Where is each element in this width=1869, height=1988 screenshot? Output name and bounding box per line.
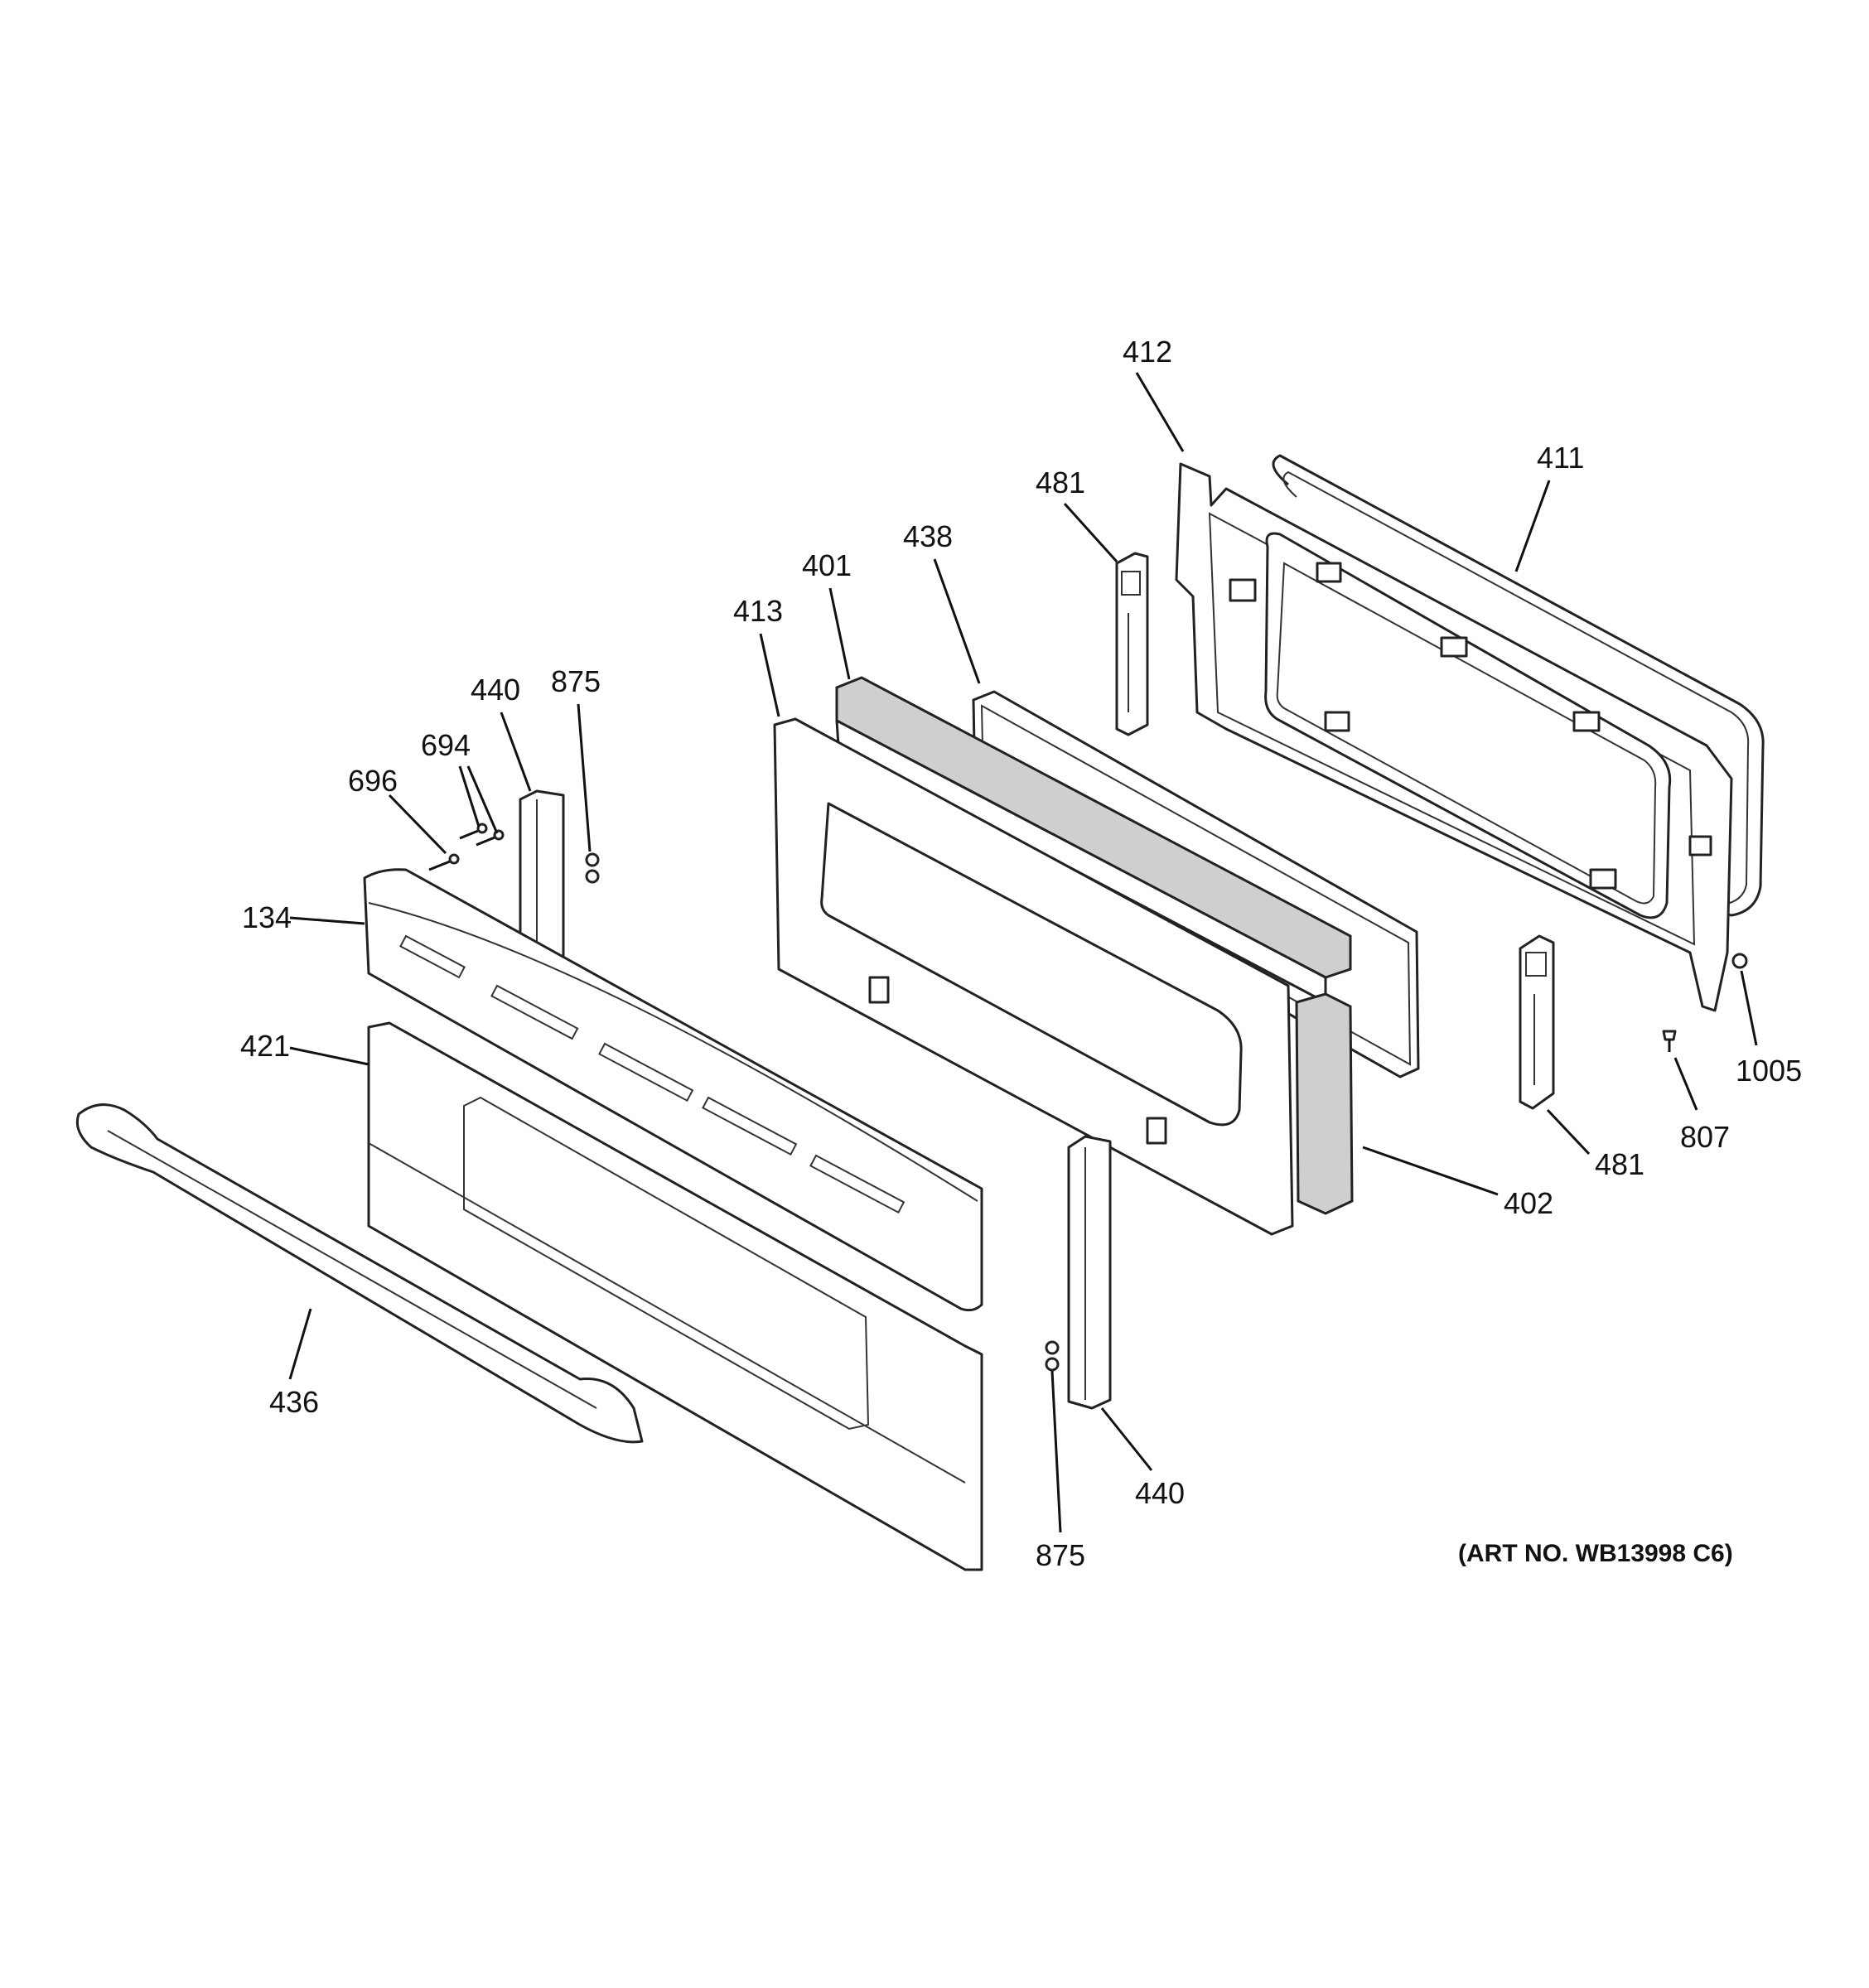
callout-436: 436 (269, 1385, 319, 1419)
part-481-upper-hinge-bracket (1115, 552, 1149, 736)
callout-696: 696 (348, 764, 398, 798)
leader-875-lower (1050, 1370, 1062, 1533)
callout-402: 402 (1504, 1186, 1553, 1220)
callout-481-upper: 481 (1036, 466, 1085, 499)
leader-411 (1514, 480, 1551, 572)
leader-481-upper (1063, 502, 1118, 563)
fastener-807-screw (1662, 1030, 1677, 1052)
callout-440-upper: 440 (471, 673, 520, 707)
callout-1005: 1005 (1736, 1054, 1802, 1088)
part-413-inner-panel (773, 717, 1294, 1236)
leader-1005 (1740, 970, 1758, 1046)
part-134-vent-trim (363, 868, 983, 1312)
callout-134: 134 (242, 900, 292, 934)
part-440-right-side-channel (1067, 1135, 1112, 1410)
callout-401: 401 (802, 548, 852, 582)
leader-134 (289, 916, 365, 925)
callout-694: 694 (421, 728, 471, 762)
callout-412: 412 (1123, 335, 1172, 369)
leader-436 (288, 1308, 312, 1380)
leader-440-lower (1100, 1407, 1153, 1471)
fastener-875-upper-screws (585, 852, 600, 884)
leader-421 (289, 1046, 369, 1066)
callout-875-upper: 875 (551, 664, 601, 698)
fastener-1005-screw (1731, 953, 1748, 969)
callout-440-lower: 440 (1135, 1476, 1185, 1510)
callout-421: 421 (240, 1029, 290, 1063)
leader-481-lower (1546, 1108, 1591, 1156)
fastener-694-screws (459, 823, 505, 847)
part-411-door-gasket (1272, 454, 1765, 917)
callout-413: 413 (733, 594, 783, 628)
fastener-696-screw (428, 853, 460, 871)
callout-807: 807 (1680, 1120, 1730, 1154)
callout-875-lower: 875 (1036, 1538, 1085, 1572)
leader-401 (828, 587, 851, 680)
callout-438: 438 (903, 519, 953, 553)
part-421-outer-door-panel (367, 1021, 983, 1571)
leader-412 (1135, 372, 1185, 452)
leader-440-upper (500, 712, 532, 792)
art-number: (ART NO. WB13998 C6) (1458, 1540, 1733, 1567)
leader-875-upper (577, 703, 592, 852)
fastener-875-lower-screws (1045, 1340, 1060, 1372)
leader-807 (1673, 1057, 1698, 1111)
leader-694-a (458, 765, 481, 828)
part-436-door-handle (75, 1103, 644, 1444)
leader-696 (388, 794, 447, 855)
leader-402 (1362, 1146, 1499, 1196)
callout-411: 411 (1537, 441, 1584, 475)
part-481-lower-hinge-bracket (1519, 934, 1555, 1110)
leader-438 (933, 558, 981, 684)
leader-413 (759, 633, 780, 717)
leader-lines (288, 372, 1758, 1533)
part-412-inner-door (1175, 462, 1733, 1012)
callout-481-lower: 481 (1595, 1147, 1644, 1181)
leader-694-b (466, 765, 499, 834)
